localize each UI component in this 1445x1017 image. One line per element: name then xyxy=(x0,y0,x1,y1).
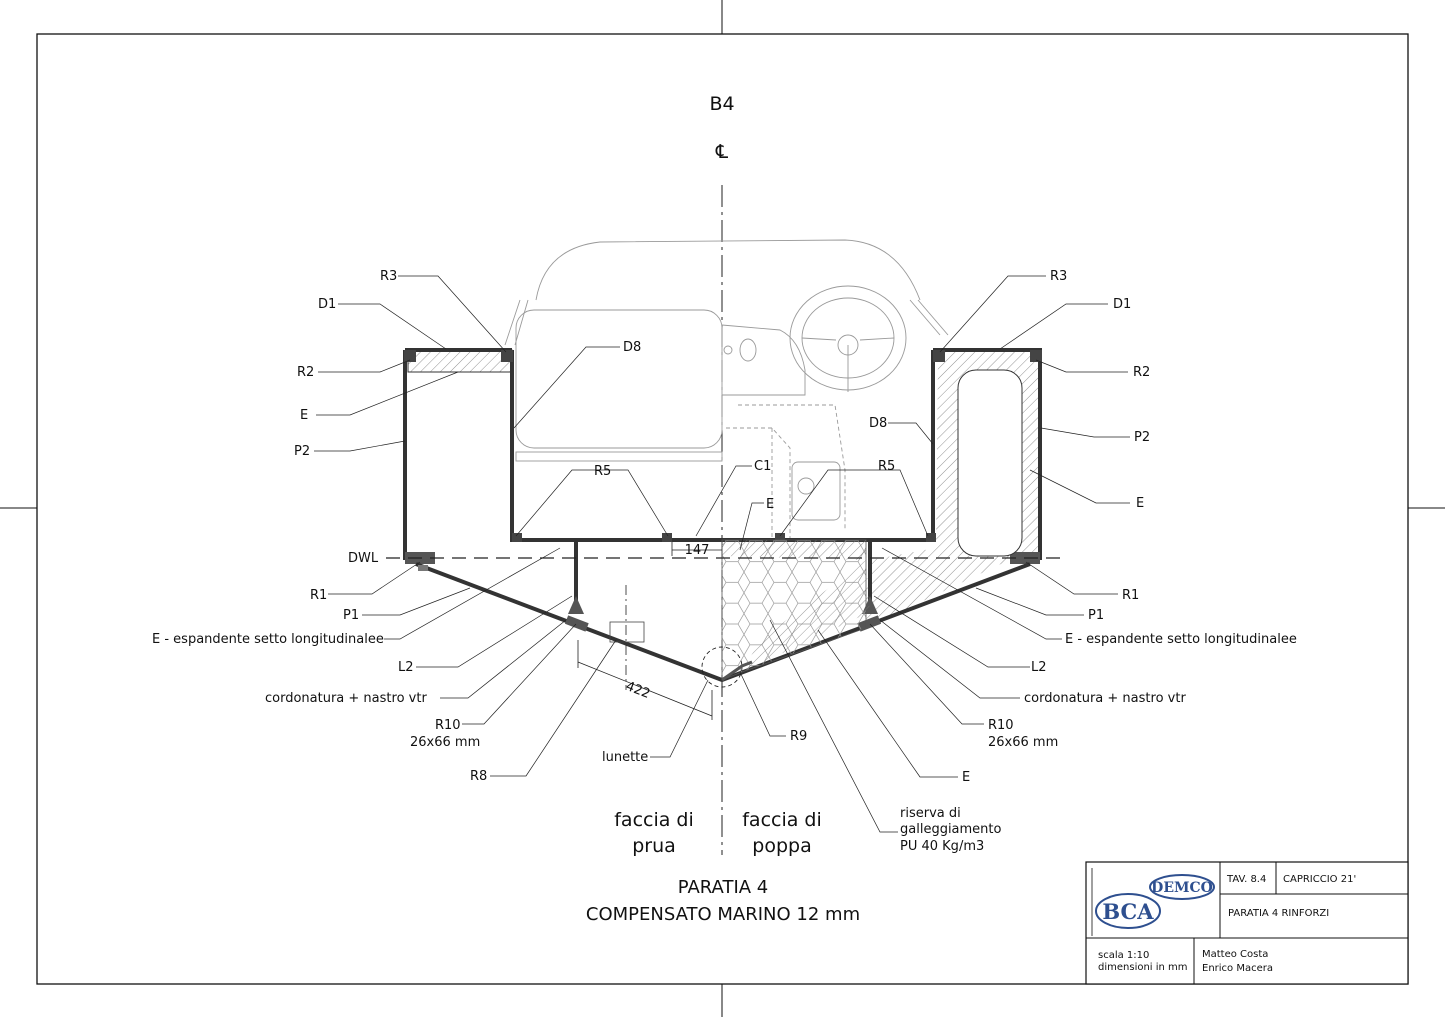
dimension-147: 147 xyxy=(671,542,722,558)
svg-text:E - espandente setto longitudi: E - espandente setto longitudinalee xyxy=(152,632,384,647)
svg-text:R3: R3 xyxy=(1050,269,1067,284)
svg-text:E - espandente setto longitudi: E - espandente setto longitudinalee xyxy=(1065,632,1297,647)
author-1: Matteo Costa xyxy=(1202,949,1268,960)
drawing-subject: PARATIA 4 RINFORZI xyxy=(1228,908,1329,919)
svg-text:R5: R5 xyxy=(594,464,611,479)
svg-text:R10: R10 xyxy=(435,718,461,733)
svg-text:E: E xyxy=(300,408,308,423)
svg-text:26x66 mm: 26x66 mm xyxy=(988,735,1058,750)
section-id: B4 xyxy=(709,93,734,115)
svg-text:R3: R3 xyxy=(380,269,397,284)
svg-text:E: E xyxy=(1136,496,1144,511)
centerline-symbol: ℄ xyxy=(715,141,729,163)
scale-text: scala 1:10 xyxy=(1098,950,1149,961)
tav-number: TAV. 8.4 xyxy=(1226,874,1266,885)
svg-text:L2: L2 xyxy=(398,660,414,675)
logo-bca-text: BCA xyxy=(1102,899,1154,924)
svg-text:P2: P2 xyxy=(1134,430,1150,445)
logo-demco-text: DEMCO xyxy=(1151,880,1213,896)
project-name: CAPRICCIO 21' xyxy=(1283,874,1356,885)
svg-text:cordonatura + nastro vtr: cordonatura + nastro vtr xyxy=(265,691,427,706)
svg-text:L2: L2 xyxy=(1031,660,1047,675)
svg-text:D8: D8 xyxy=(869,416,887,431)
author-2: Enrico Macera xyxy=(1202,963,1273,974)
svg-text:P2: P2 xyxy=(294,444,310,459)
svg-text:E: E xyxy=(962,770,970,785)
port-hull-hatch xyxy=(418,565,428,571)
starboard-foam-recess xyxy=(957,369,1023,557)
svg-text:D1: D1 xyxy=(318,297,336,312)
svg-text:E: E xyxy=(766,497,774,512)
svg-text:R10: R10 xyxy=(988,718,1014,733)
svg-text:R9: R9 xyxy=(790,729,807,744)
drawing-title-line1: PARATIA 4 xyxy=(678,877,769,898)
svg-text:147: 147 xyxy=(685,543,710,558)
svg-text:422: 422 xyxy=(624,679,653,702)
starboard-frame xyxy=(721,348,1042,682)
svg-text:R1: R1 xyxy=(1122,588,1139,603)
svg-text:galleggiamento: galleggiamento xyxy=(900,822,1002,837)
svg-text:R5: R5 xyxy=(878,459,895,474)
svg-text:C1: C1 xyxy=(754,459,771,474)
port-frame xyxy=(403,348,723,682)
svg-text:P1: P1 xyxy=(1088,608,1104,623)
port-callouts: R3 D1 R2 E P2 D8 R5 C1 R1 P1 E - espande… xyxy=(152,269,771,784)
svg-text:26x66 mm: 26x66 mm xyxy=(410,735,480,750)
svg-text:lunette: lunette xyxy=(602,750,648,765)
svg-text:D1: D1 xyxy=(1113,297,1131,312)
svg-text:R2: R2 xyxy=(297,365,314,380)
svg-text:D8: D8 xyxy=(623,340,641,355)
keel-detail xyxy=(609,585,753,690)
waterline-label: DWL xyxy=(348,551,379,566)
background-cockpit-outline xyxy=(504,239,949,540)
starboard-callouts: R3 D1 R2 P2 E D8 R5 E R1 P1 E - espanden… xyxy=(739,269,1297,854)
svg-text:PU 40 Kg/m3: PU 40 Kg/m3 xyxy=(900,839,984,854)
face-stern-line1: faccia di xyxy=(742,809,822,831)
face-bow-line1: faccia di xyxy=(614,809,694,831)
face-stern-line2: poppa xyxy=(752,835,811,857)
svg-text:riserva di: riserva di xyxy=(900,806,961,821)
units-text: dimensioni in mm xyxy=(1098,962,1188,973)
svg-text:cordonatura + nastro vtr: cordonatura + nastro vtr xyxy=(1024,691,1186,706)
svg-text:R1: R1 xyxy=(310,588,327,603)
drawing-title-line2: COMPENSATO MARINO 12 mm xyxy=(586,904,860,925)
title-block: DEMCO BCA TAV. 8.4 CAPRICCIO 21' PARATIA… xyxy=(1085,861,1409,985)
svg-text:R8: R8 xyxy=(470,769,487,784)
svg-text:R2: R2 xyxy=(1133,365,1150,380)
bca-demco-logo: DEMCO BCA xyxy=(1095,874,1215,929)
svg-text:P1: P1 xyxy=(343,608,359,623)
face-bow-line2: prua xyxy=(632,835,676,857)
